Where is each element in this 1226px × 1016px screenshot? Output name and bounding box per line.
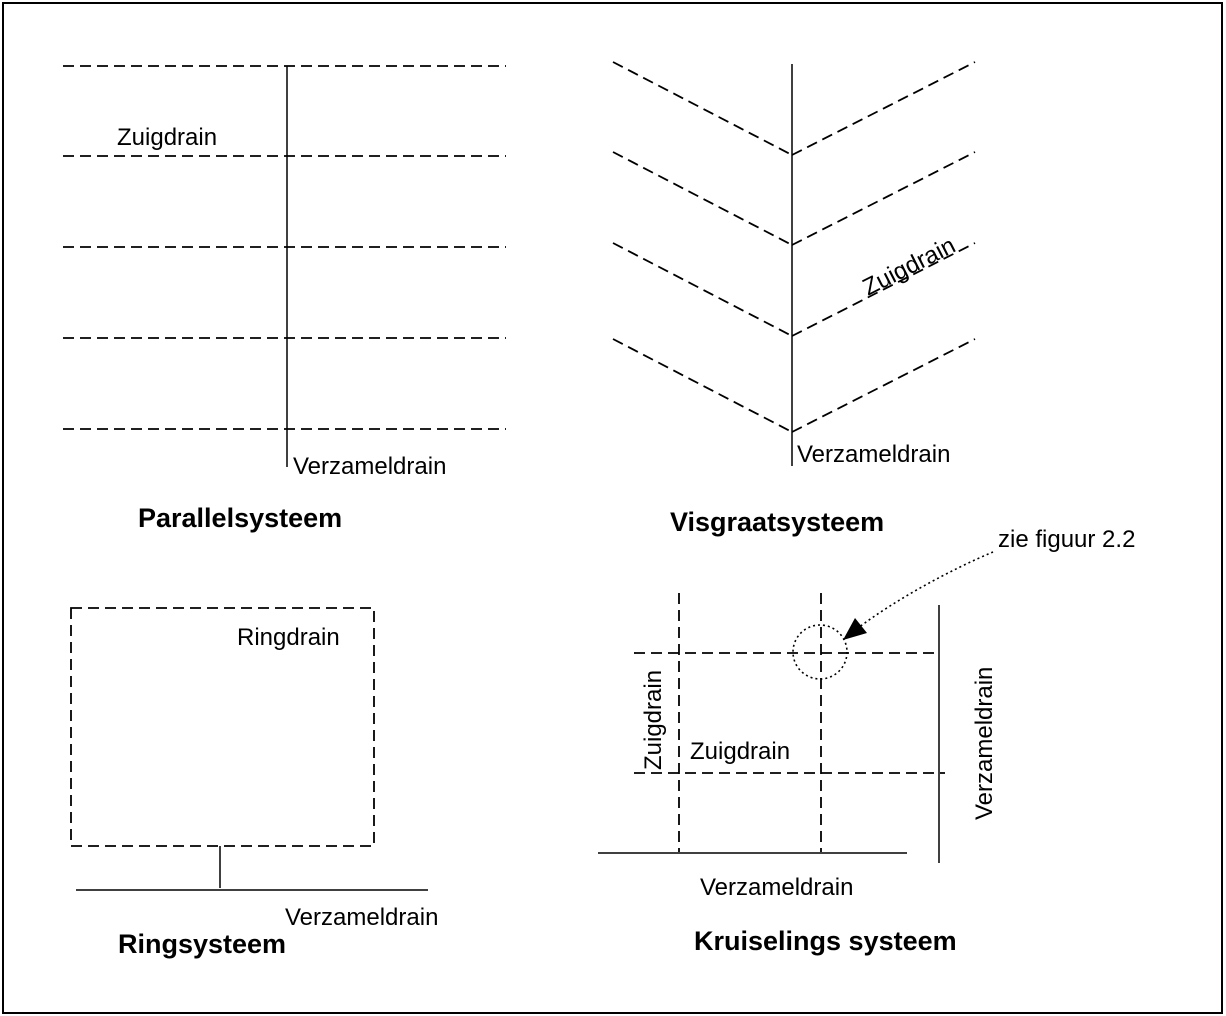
kruiselings-system-title: Kruiselings systeem [694, 926, 957, 956]
visgraat-zuigdrain-line [791, 61, 976, 156]
ringdrain-rect [70, 607, 375, 847]
kruiselings-system: zie figuur 2.2 Zuigdrain Zuigdrain Verza… [598, 526, 1135, 956]
visgraat-verzameldrain-label: Verzameldrain [797, 441, 950, 468]
visgraat-zuigdrain-line [791, 151, 976, 246]
parallel-verzameldrain-label: Verzameldrain [293, 453, 446, 480]
visgraat-zuigdrain-line [612, 151, 793, 246]
ring-system-title: Ringsysteem [118, 929, 286, 959]
visgraat-zuigdrain-line [612, 242, 793, 337]
ringdrain-label: Ringdrain [237, 624, 340, 651]
visgraat-zuigdrain-line [612, 61, 793, 156]
ring-verzameldrain-label: Verzameldrain [285, 904, 438, 931]
parallel-system-title: Parallelsysteem [138, 503, 342, 533]
kruiselings-zuigdrain-horizontal-label: Zuigdrain [690, 738, 790, 765]
callout-label: zie figuur 2.2 [998, 526, 1135, 553]
kruiselings-verzameldrain-bottom-label: Verzameldrain [700, 874, 853, 901]
visgraat-system-title: Visgraatsysteem [670, 507, 884, 537]
kruiselings-verzameldrain-vertical-label: Verzameldrain [971, 667, 998, 820]
kruiselings-zuigdrain-vertical-label: Zuigdrain [640, 670, 667, 770]
callout-arrow-line [857, 551, 994, 629]
ring-system: Ringdrain Verzameldrain Ringsysteem [70, 607, 438, 959]
callout-arrowhead-icon [843, 618, 867, 640]
detail-circle [792, 624, 848, 680]
visgraat-zuigdrain-line [791, 338, 976, 433]
visgraat-zuigdrain-line [612, 338, 793, 433]
parallel-zuigdrain-label: Zuigdrain [117, 124, 217, 151]
parallel-system: Zuigdrain Verzameldrain Parallelsysteem [63, 65, 506, 533]
visgraat-zuigdrain-line [791, 242, 976, 337]
visgraat-system: Zuigdrain Verzameldrain Visgraatsysteem [612, 61, 976, 537]
visgraat-zuigdrain-label: Zuigdrain [858, 232, 959, 301]
